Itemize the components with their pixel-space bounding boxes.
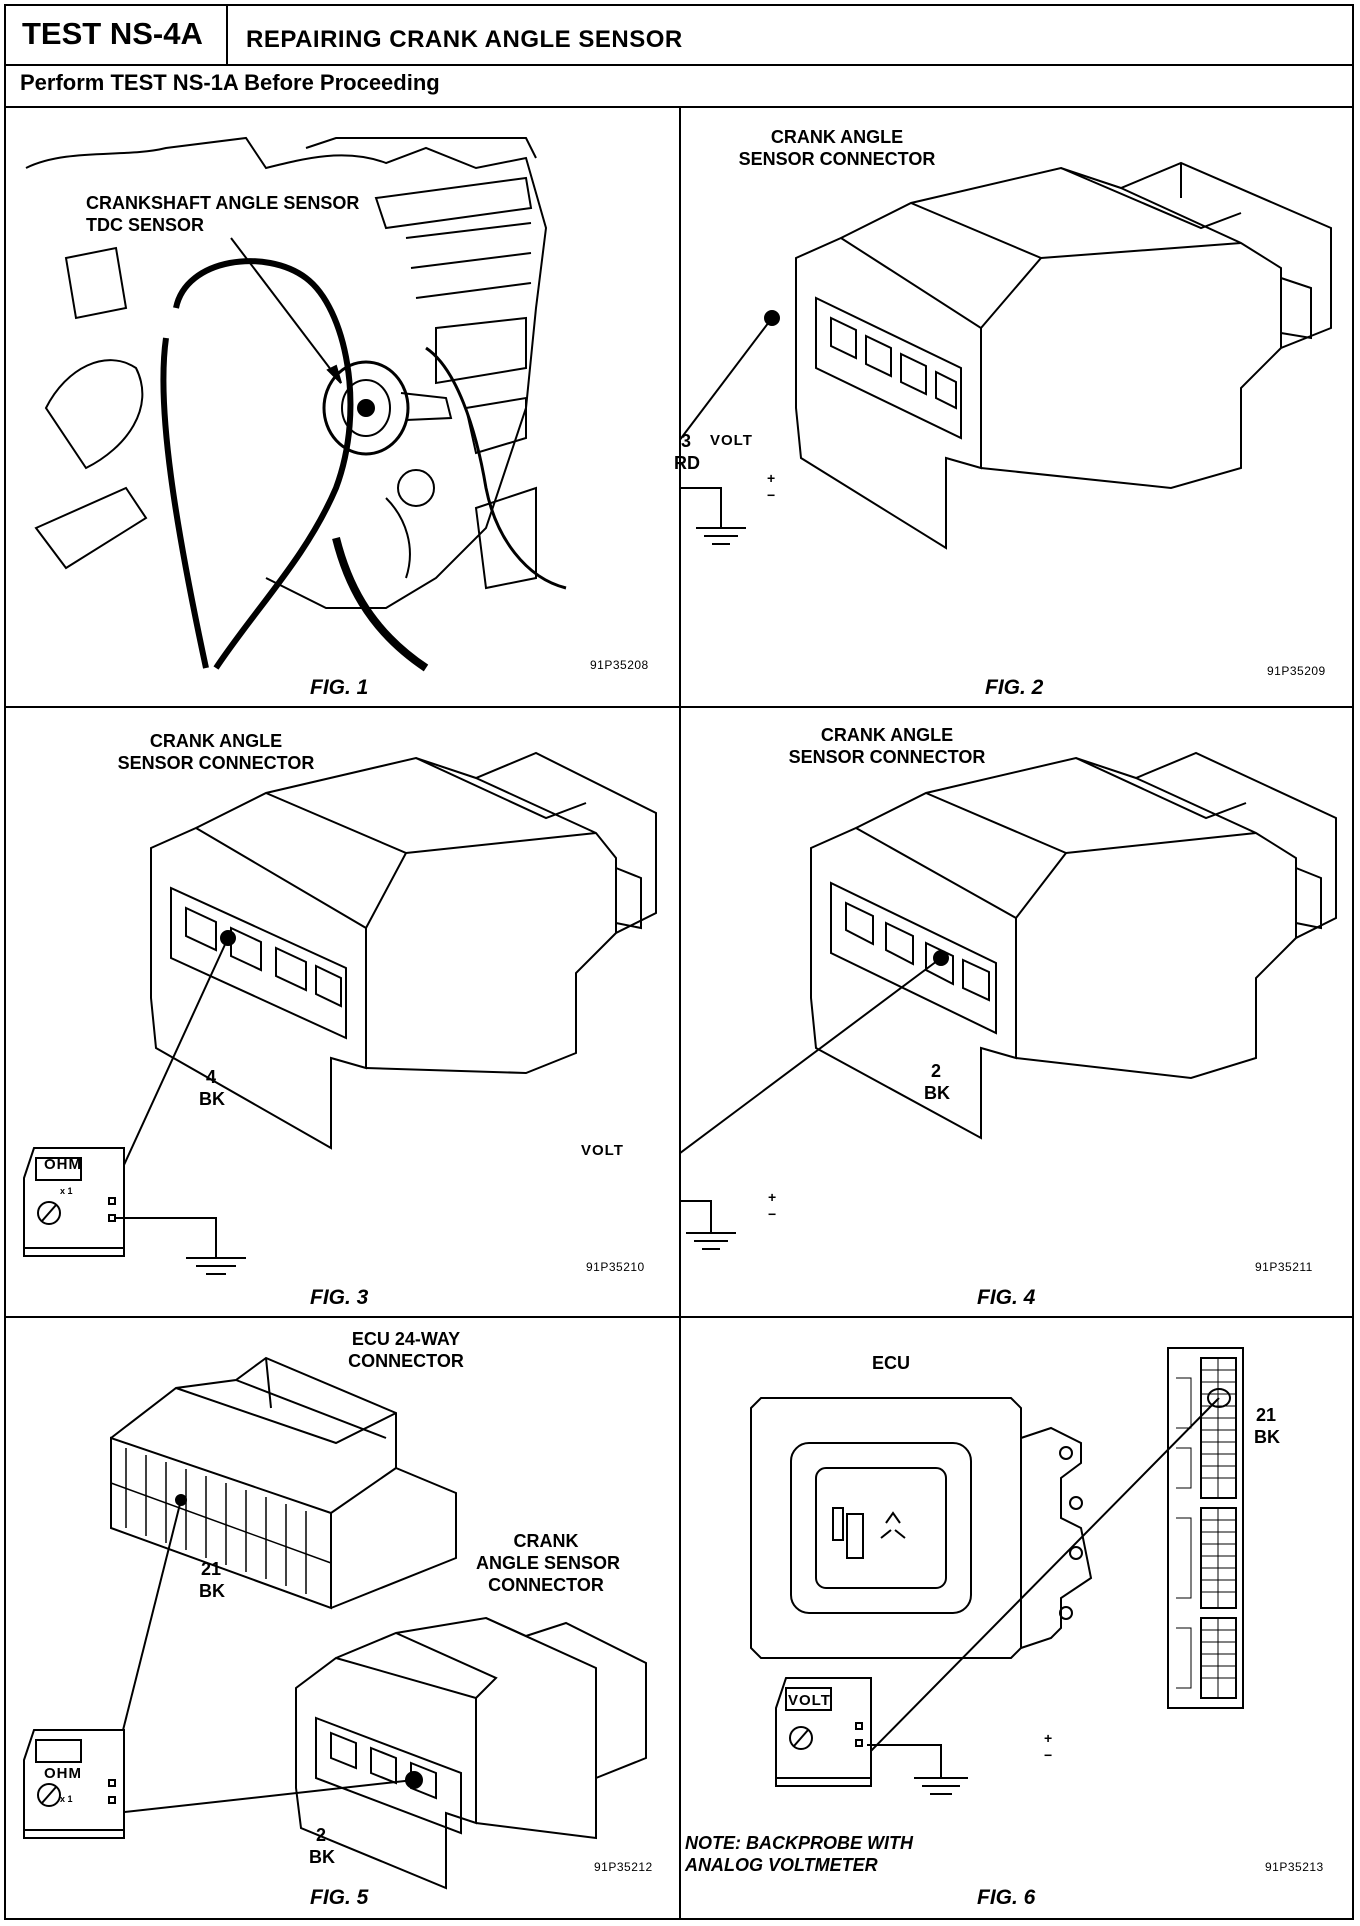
fig2-code: 91P35209 bbox=[1267, 664, 1326, 678]
fig6-wire: BK bbox=[1254, 1427, 1280, 1447]
fig1-caption: FIG. 1 bbox=[310, 676, 369, 699]
fig6-meter-minus: − bbox=[1044, 1747, 1053, 1763]
fig2-label-line2: SENSOR CONNECTOR bbox=[738, 149, 936, 169]
fig4-meter-plus: + bbox=[768, 1189, 777, 1205]
fig6-note-line2: ANALOG VOLTMETER bbox=[685, 1855, 878, 1875]
fig5-sensor-label-line3: CONNECTOR bbox=[488, 1575, 604, 1595]
fig4-label-line1: CRANK ANGLE bbox=[820, 725, 954, 745]
page-title: REPAIRING CRANK ANGLE SENSOR bbox=[246, 26, 683, 53]
test-id: TEST NS-4A bbox=[4, 4, 228, 66]
fig4-code: 91P35211 bbox=[1255, 1260, 1313, 1274]
fig6-meter-plus: + bbox=[1044, 1730, 1053, 1746]
grid-divider bbox=[679, 106, 681, 1920]
fig2-meter-minus: − bbox=[767, 487, 776, 503]
fig4-pin: 2 bbox=[930, 1061, 941, 1081]
fig3-wire: BK bbox=[199, 1089, 225, 1109]
fig3-meter-label: OHM bbox=[44, 1156, 82, 1173]
fig6-panel: ECU 21 BK NOTE: BACKPROBE WITH ANALOG VO… bbox=[681, 1318, 1353, 1918]
fig6-note-line1: NOTE: BACKPROBE WITH bbox=[685, 1833, 913, 1853]
fig3-pin: 4 bbox=[205, 1067, 216, 1087]
fig3-caption: FIG. 3 bbox=[310, 1286, 369, 1309]
fig3-label-line1: CRANK ANGLE bbox=[149, 731, 283, 751]
fig5-caption: FIG. 5 bbox=[310, 1886, 369, 1909]
fig5-sensor-label-line2: ANGLE SENSOR bbox=[476, 1553, 621, 1573]
connector-illustration bbox=[23, 751, 657, 1275]
connector-illustration bbox=[681, 161, 1332, 550]
ecu-illustration bbox=[750, 1347, 1244, 1795]
fig5-code: 91P35212 bbox=[594, 1860, 653, 1874]
fig6-ecu-label: ECU bbox=[871, 1353, 910, 1373]
fig4-wire: BK bbox=[924, 1083, 950, 1103]
fig5-panel: ECU 24-WAY CONNECTOR 21 BK CRANK ANGLE S… bbox=[6, 1318, 678, 1918]
fig1-label-line2: TDC SENSOR bbox=[86, 215, 205, 235]
connectors-illustration bbox=[23, 1356, 647, 1890]
fig6-meter-label: VOLT bbox=[788, 1692, 831, 1709]
fig5-ecu-pin: 21 bbox=[200, 1559, 222, 1579]
fig2-meter-plus: + bbox=[767, 470, 776, 486]
fig4-panel: CRANK ANGLE SENSOR CONNECTOR 2 BK 91P352… bbox=[681, 708, 1353, 1314]
fig2-label-line1: CRANK ANGLE bbox=[770, 127, 904, 147]
fig5-sensor-wire: BK bbox=[309, 1847, 335, 1867]
fig6-pin: 21 bbox=[1255, 1405, 1277, 1425]
fig3-meter-range: x 1 bbox=[60, 1186, 73, 1196]
fig1-label-line1: CRANKSHAFT ANGLE SENSOR bbox=[86, 193, 360, 213]
engine-illustration bbox=[25, 136, 567, 672]
fig3-label-line2: SENSOR CONNECTOR bbox=[117, 753, 315, 773]
fig4-label-line2: SENSOR CONNECTOR bbox=[788, 747, 986, 767]
page-subtitle: Perform TEST NS-1A Before Proceeding bbox=[20, 70, 440, 95]
fig6-caption: FIG. 6 bbox=[977, 1886, 1036, 1909]
fig4-meter-label: VOLT bbox=[581, 1142, 624, 1159]
fig4-caption: FIG. 4 bbox=[977, 1286, 1036, 1309]
fig2-panel: CRANK ANGLE SENSOR CONNECTOR 3 RD 91P352… bbox=[674, 108, 1353, 704]
fig2-meter-label: VOLT bbox=[710, 432, 753, 449]
fig5-ecu-label-line2: CONNECTOR bbox=[348, 1351, 464, 1371]
header-divider bbox=[228, 64, 1354, 66]
fig5-ecu-label-line1: ECU 24-WAY bbox=[351, 1329, 461, 1349]
fig5-sensor-label-line1: CRANK bbox=[513, 1531, 579, 1551]
fig2-caption: FIG. 2 bbox=[985, 676, 1044, 699]
fig1-panel: CRANKSHAFT ANGLE SENSOR TDC SENSOR 91P35… bbox=[6, 108, 678, 704]
fig5-meter-range: x 1 bbox=[60, 1794, 73, 1804]
fig6-code: 91P35213 bbox=[1265, 1860, 1324, 1874]
fig5-meter-label: OHM bbox=[44, 1765, 82, 1782]
fig1-code: 91P35208 bbox=[590, 658, 649, 672]
fig3-panel: CRANK ANGLE SENSOR CONNECTOR 4 BK 91P352… bbox=[6, 708, 678, 1314]
fig3-code: 91P35210 bbox=[586, 1260, 645, 1274]
fig2-wire: RD bbox=[674, 453, 700, 473]
fig5-ecu-wire: BK bbox=[199, 1581, 225, 1601]
fig4-meter-minus: − bbox=[768, 1206, 777, 1222]
fig2-pin: 3 bbox=[680, 431, 691, 451]
fig5-sensor-pin: 2 bbox=[315, 1825, 326, 1845]
connector-illustration bbox=[681, 751, 1337, 1250]
